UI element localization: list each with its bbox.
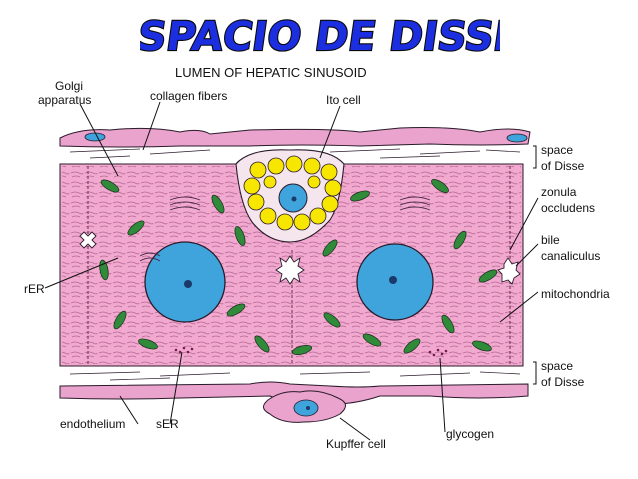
label-glycogen: glycogen (446, 427, 495, 441)
label-ito-cell: Ito cell (326, 93, 361, 107)
hepatocyte-nucleolus-right (389, 276, 397, 284)
label-kupffer-cell: Kupffer cell (326, 437, 386, 451)
title-text: ESPACIO DE DISSE (140, 14, 500, 60)
label-collagen-fibers: collagen fibers (150, 89, 228, 103)
subtitle: LUMEN OF HEPATIC SINUSOID (175, 65, 367, 80)
leader-lines (44, 101, 539, 441)
glycogen-granules (174, 346, 448, 357)
label-golgi-line1: Golgi (55, 79, 84, 93)
label-zonula-line1: zonula (541, 185, 577, 199)
golgi-stacks (139, 196, 431, 262)
label-space-top-line1: space (541, 143, 574, 157)
endothelial-nucleus-top-right (506, 133, 528, 143)
label-bile-line1: bile (541, 233, 560, 247)
bile-canaliculus-right (497, 257, 521, 285)
bile-canaliculus-middle (275, 255, 305, 285)
label-ser: sER (156, 417, 179, 431)
bile-canaliculus-left (79, 231, 97, 249)
kupffer-nucleolus (306, 406, 310, 410)
label-space-top-line2: of Disse (541, 159, 585, 173)
hepatocyte-nucleolus-left (184, 280, 192, 288)
label-rer: rER (24, 282, 45, 296)
label-endothelium: endothelium (60, 417, 126, 431)
ito-nucleolus (291, 196, 297, 202)
collagen-fibers-bottom (69, 371, 521, 381)
mitochondria-group (99, 179, 498, 356)
label-space-bottom-line2: of Disse (541, 375, 585, 389)
label-space-bottom-line1: space (541, 359, 574, 373)
label-bile-line2: canaliculus (541, 249, 601, 263)
ito-lipid-droplets (243, 155, 342, 231)
endothelium-top (59, 127, 531, 148)
label-zonula-line2: occludens (541, 201, 596, 215)
collagen-fibers-top (69, 148, 521, 159)
endothelial-nucleus-top-left (84, 132, 106, 142)
label-mitochondria: mitochondria (541, 287, 610, 301)
label-golgi-line2: apparatus (38, 93, 92, 107)
title-wordart: ESPACIO DE DISSE (140, 13, 500, 60)
